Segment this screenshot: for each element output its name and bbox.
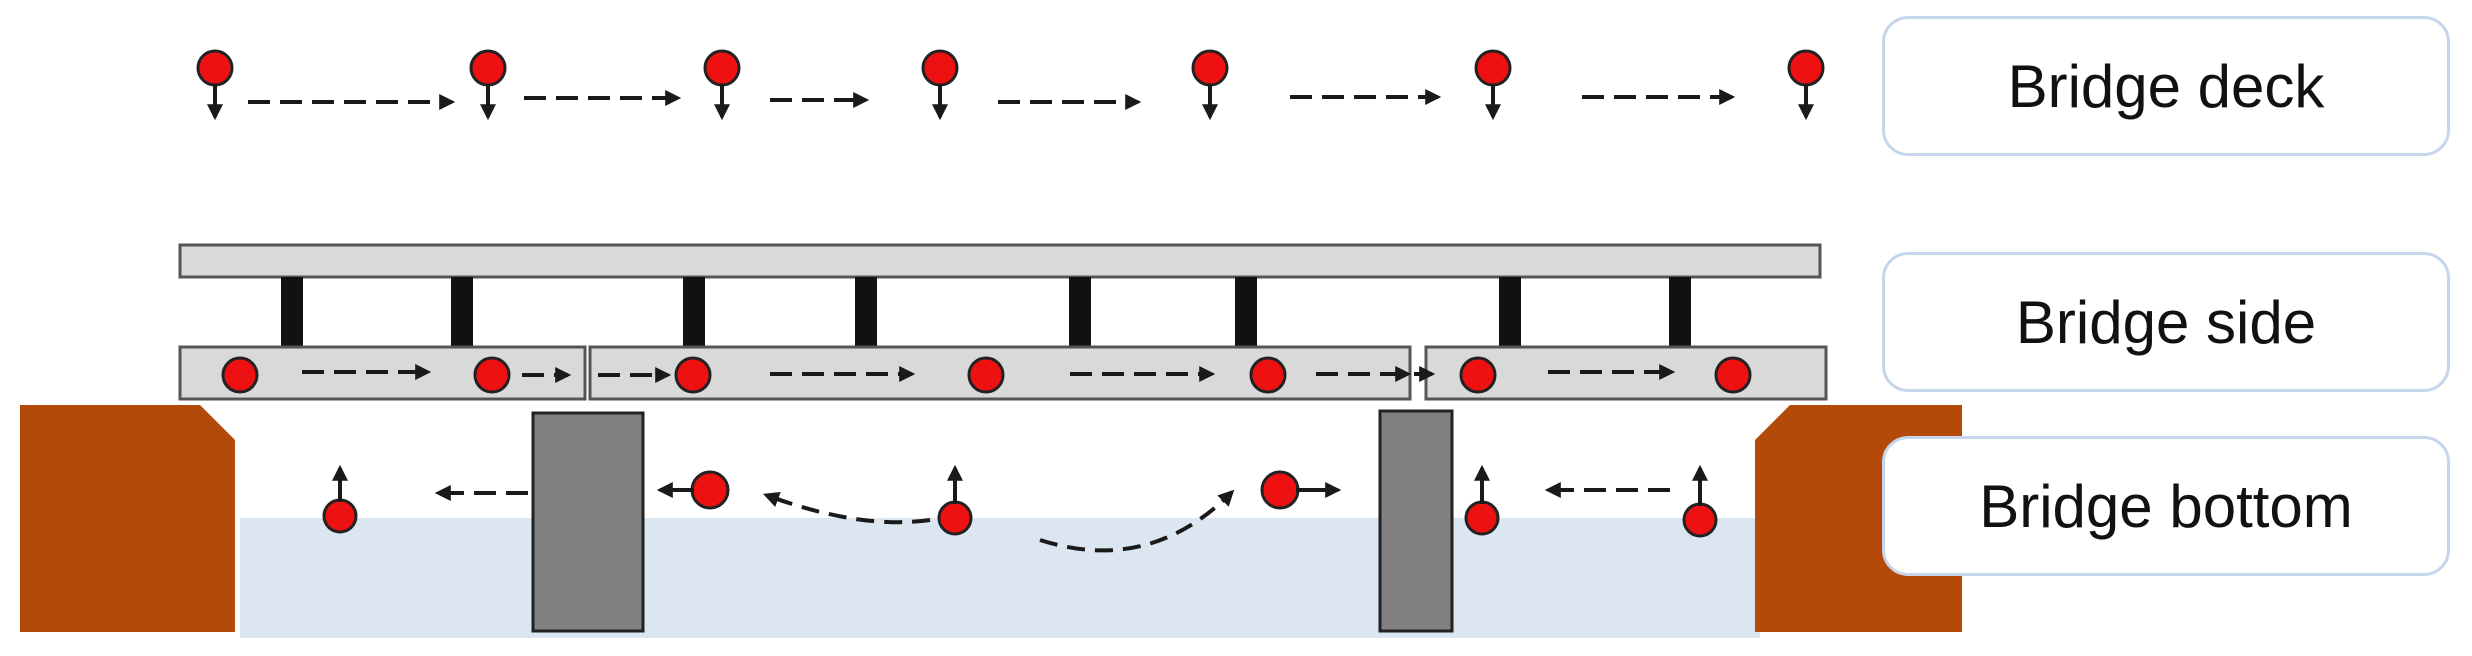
deck-post (683, 277, 705, 347)
measurement-point (1191, 49, 1229, 87)
left-abutment (20, 405, 235, 632)
deck-post (1235, 277, 1257, 347)
measurement-point (1464, 500, 1500, 536)
measurement-point (921, 49, 959, 87)
measurement-point (322, 498, 358, 534)
deck-post (855, 277, 877, 347)
curved-dashed-arrow (763, 491, 931, 525)
deck-post (1669, 277, 1691, 347)
measurement-point (1249, 356, 1287, 394)
deck-post (1069, 277, 1091, 347)
deck-slab (178, 243, 1822, 279)
measurement-point (1459, 356, 1497, 394)
measurement-point (967, 356, 1005, 394)
label-bridge-side-text: Bridge side (2015, 288, 2317, 356)
measurement-point (469, 49, 507, 87)
label-bridge-deck-text: Bridge deck (2007, 52, 2325, 120)
left-pier (531, 411, 645, 633)
measurement-point (690, 470, 730, 510)
measurement-point (1787, 49, 1825, 87)
deck-post (451, 277, 473, 347)
measurement-point (221, 356, 259, 394)
curved-dashed-arrow (1039, 489, 1235, 553)
label-bridge-bottom-text: Bridge bottom (1979, 472, 2353, 540)
right-pier (1378, 409, 1454, 633)
label-bridge-bottom: Bridge bottom (1882, 436, 2450, 576)
measurement-point (703, 49, 741, 87)
deck-post (1499, 277, 1521, 347)
deck-post (281, 277, 303, 347)
measurement-point (473, 356, 511, 394)
water-area (240, 518, 1760, 638)
measurement-point (196, 49, 234, 87)
measurement-point (1682, 502, 1718, 538)
measurement-point (1474, 49, 1512, 87)
measurement-point (674, 356, 712, 394)
measurement-point (1260, 470, 1300, 510)
measurement-point (1714, 356, 1752, 394)
label-bridge-side: Bridge side (1882, 252, 2450, 392)
label-bridge-deck: Bridge deck (1882, 16, 2450, 156)
measurement-point (937, 500, 973, 536)
